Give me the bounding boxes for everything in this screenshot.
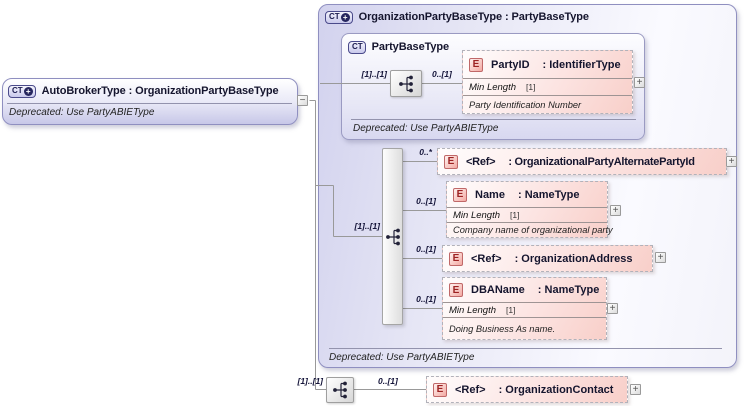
expand-button-dbaname[interactable]: + (607, 303, 618, 314)
element-icon: E (449, 251, 463, 266)
expand-button-partyid[interactable]: + (634, 77, 645, 88)
element-annotation: Doing Business As name. (443, 317, 606, 339)
occurs-label-partyid: 0..[1] (432, 69, 452, 79)
element-type: : IdentifierType (542, 58, 621, 71)
element-box-name[interactable]: E Name : NameType Min Length [1] Company… (446, 181, 613, 238)
organizationpartybasetype-deprecated-note: Deprecated: Use PartyABIEType (329, 352, 475, 363)
facet-row: Min Length [1] (447, 207, 607, 222)
sequence-compositor-icon[interactable] (390, 70, 422, 97)
element-box-partyid[interactable]: E PartyID : IdentifierType Min Length [1… (462, 50, 633, 114)
element-name: <Ref> (455, 383, 486, 396)
element-name: DBAName (471, 284, 525, 296)
organizationpartybasetype-header: CT + OrganizationPartyBaseType : PartyBa… (325, 10, 589, 24)
element-type: : NameType (517, 188, 580, 201)
element-name: Name (475, 188, 505, 201)
facet-name: Min Length (453, 209, 501, 221)
collapse-button-autobrokertype[interactable]: − (297, 95, 308, 106)
sequence-compositor-icon[interactable] (326, 377, 354, 403)
divider (7, 103, 292, 104)
organizationpartybasetype-title: OrganizationPartyBaseType : PartyBaseTyp… (358, 11, 589, 23)
element-box-ref-alternatepartyid[interactable]: E <Ref> : OrganizationalPartyAlternatePa… (437, 148, 727, 175)
element-header: E <Ref> : OrganizationAddress (443, 246, 652, 271)
partybasetype-title: PartyBaseType (371, 41, 450, 53)
occurs-label-name: 0..[1] (416, 196, 436, 206)
element-icon: E (449, 283, 463, 297)
partybasetype-deprecated-note: Deprecated: Use PartyABIEType (353, 123, 499, 134)
expand-button-ref-organizationcontact[interactable]: + (630, 384, 641, 395)
facet-value: [1] (510, 210, 520, 220)
sequence-glyph-icon (385, 228, 400, 245)
autobrokertype-title: AutoBrokerType : OrganizationPartyBaseTy… (41, 85, 279, 97)
partybasetype-header: CT PartyBaseType (348, 40, 449, 54)
facet-name: Min Length (449, 304, 497, 316)
expand-button-name[interactable]: + (610, 205, 621, 216)
autobrokertype-deprecated-note: Deprecated: Use PartyABIEType (9, 107, 155, 118)
ct-icon-label: CT (12, 86, 23, 95)
occurs-label-local-sequence: [1]..[1] (297, 376, 324, 386)
element-icon: E (444, 154, 458, 169)
divider (329, 348, 722, 349)
element-header: E <Ref> : OrganizationalPartyAlternatePa… (438, 149, 726, 174)
complex-type-derived-icon: CT + (8, 84, 36, 98)
sequence-compositor-bar[interactable] (382, 148, 403, 325)
element-header: E DBAName : NameType (443, 278, 606, 302)
facet-row: Min Length [1] (443, 302, 606, 317)
element-annotation: Company name of organizational party (447, 222, 613, 237)
divider (351, 119, 636, 120)
complex-type-box-autobrokertype[interactable]: CT + AutoBrokerType : OrganizationPartyB… (2, 78, 298, 125)
element-name: <Ref> (466, 155, 496, 168)
facet-value: [1] (506, 305, 516, 315)
element-icon: E (433, 382, 447, 397)
element-annotation: Party Identification Number (463, 95, 632, 113)
element-box-dbaname[interactable]: E DBAName : NameType Min Length [1] Doin… (442, 277, 607, 340)
element-type: : OrganizationAddress (514, 252, 633, 265)
complex-type-derived-icon: CT + (325, 10, 353, 24)
expand-button-ref-organizationaddress[interactable]: + (655, 252, 666, 263)
ct-icon-label: CT (352, 42, 363, 51)
facet-value: [1] (526, 82, 536, 92)
sequence-glyph-icon (333, 381, 347, 399)
element-type: : OrganizationContact (498, 383, 614, 396)
element-name: PartyID (491, 58, 530, 71)
element-icon: E (453, 187, 467, 202)
sequence-glyph-icon (399, 75, 413, 92)
facet-name: Min Length (469, 81, 517, 93)
occurs-label-inherited-sequence: [1]..[1] (361, 69, 388, 79)
occurs-label-base-sequence: [1]..[1] (354, 221, 381, 231)
occurs-label-ref-organizationcontact: 0..[1] (378, 376, 398, 386)
autobrokertype-header: CT + AutoBrokerType : OrganizationPartyB… (8, 84, 279, 98)
derived-plus-icon: + (23, 86, 33, 96)
element-header: E <Ref> : OrganizationContact (427, 377, 627, 402)
ct-icon-label: CT (329, 12, 340, 21)
complex-type-icon: CT (348, 40, 366, 54)
occurs-label-ref-organizationaddress: 0..[1] (416, 244, 436, 254)
element-type: : OrganizationalPartyAlternatePartyId (508, 155, 695, 168)
element-icon: E (469, 57, 483, 72)
element-box-ref-organizationaddress[interactable]: E <Ref> : OrganizationAddress (442, 245, 653, 272)
expand-button-ref-alternatepartyid[interactable]: + (726, 156, 737, 167)
element-box-ref-organizationcontact[interactable]: E <Ref> : OrganizationContact (426, 376, 628, 403)
occurs-label-ref-alternatepartyid: 0..* (419, 147, 432, 157)
derived-plus-icon: + (340, 12, 350, 22)
element-type: : NameType (537, 284, 600, 296)
element-header: E PartyID : IdentifierType (463, 51, 632, 78)
element-name: <Ref> (471, 252, 502, 265)
element-header: E Name : NameType (447, 182, 607, 207)
facet-row: Min Length [1] (463, 78, 632, 95)
occurs-label-dbaname: 0..[1] (416, 294, 436, 304)
